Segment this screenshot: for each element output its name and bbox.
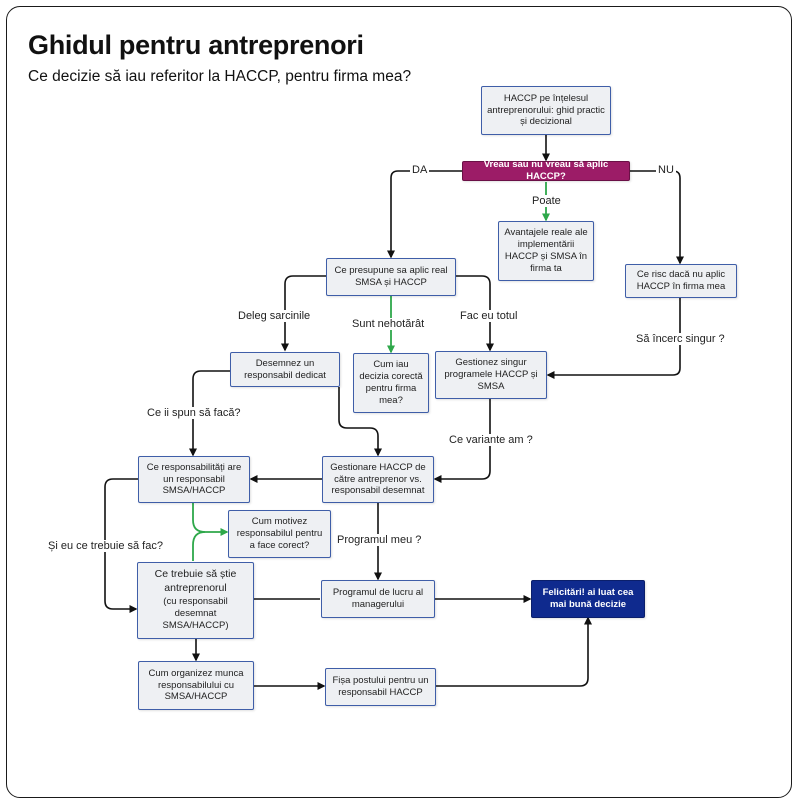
edge-nu [630,170,684,265]
label-poate: Poate [530,195,563,207]
label-programul-meu: Programul meu ? [335,534,424,546]
label-incerc-singur: Să încerc singur ? [634,333,727,345]
edge-deleg [281,275,326,352]
label-nehotarat: Sunt nehotărât [350,318,427,330]
node-risk: Ce risc dacă nu aplic HACCP în firma mea [625,264,737,298]
node-felicitari: Felicitări! ai luat cea mai bună decizie [531,580,645,618]
edge-fac-eu [456,275,494,352]
page-subtitle: Ce decizie să iau referitor la HACCP, pe… [28,68,412,85]
node-organizez: Cum organizez munca responsabilului cu S… [138,661,254,710]
node-fisa: Fișa postului pentru un responsabil HACC… [325,668,436,706]
label-fac-eu: Fac eu totul [458,310,520,322]
page-title: Ghidul pentru antreprenori [28,30,364,60]
label-ce-ii-spun: Ce ii spun să facă? [145,407,243,419]
node-desemnez: Desemnez un responsabil dedicat [230,352,340,387]
label-variante: Ce variante am ? [447,434,535,446]
label-da: DA [410,164,430,176]
node-cum-iau: Cum iau decizia corectă pentru firma mea… [353,353,429,413]
node-motivez: Cum motivez responsabilul pentru a face … [228,510,331,558]
edge-ce-ii-spun [189,370,230,457]
label-nu: NU [656,164,676,176]
node-advantages: Avantajele reale ale implementării HACCP… [498,221,594,281]
node-trebuie-stie-sub: (cu responsabil desemnat SMSA/HACCP) [162,595,229,632]
node-gestionez-singur: Gestionez singur programele HACCP și SMS… [435,351,547,399]
edge-motivez-top [192,503,229,536]
node-start: HACCP pe înțelesul antreprenorului: ghid… [481,86,611,135]
edge-fisa-felicitari [436,616,592,687]
edge-motivez-bottom [192,531,206,561]
edge-incerc-singur [546,298,681,379]
node-trebuie-stie-title: Ce trebuie să știe antreprenorul [154,568,237,594]
label-deleg: Deleg sarcinile [236,310,313,322]
node-decision: Vreau sau nu vreau să aplic HACCP? [462,159,630,182]
node-responsabilitati: Ce responsabilități are un responsabil S… [138,456,250,503]
node-trebuie-stie: Ce trebuie să știe antreprenorul (cu res… [137,562,254,639]
edge-da [387,170,462,259]
edge-desemnez-gestionare [338,387,382,457]
edge-variante [433,399,491,483]
node-presupune: Ce presupune sa aplic real SMSA și HACCP [326,258,456,296]
diagram-frame [6,6,792,798]
node-programul-lucru: Programul de lucru al managerului [321,580,435,618]
label-si-eu: Și eu ce trebuie să fac? [46,540,165,552]
node-gestionare: Gestionare HACCP de către antreprenor vs… [322,456,434,503]
